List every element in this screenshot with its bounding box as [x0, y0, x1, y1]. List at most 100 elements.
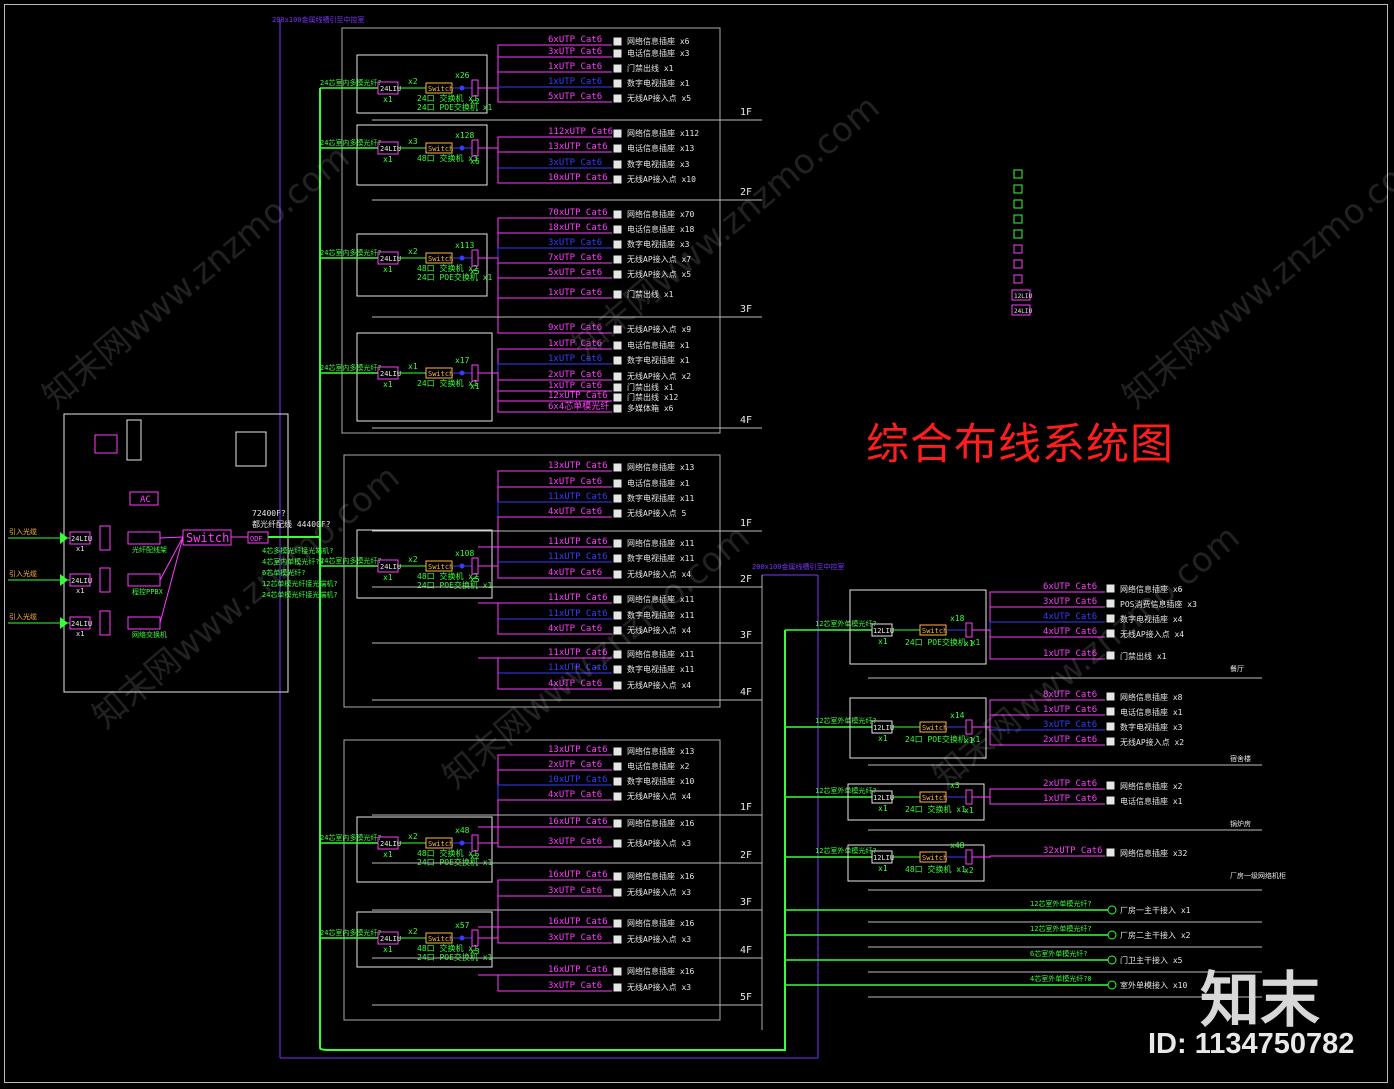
qty-label: x5 — [470, 575, 480, 584]
liu-label: 24LIU — [380, 840, 401, 848]
qty-label: x1 — [76, 587, 84, 595]
qty-label: x3 — [408, 137, 418, 146]
outlet-label: 门禁出线 x1 — [627, 382, 674, 392]
annex-box — [849, 589, 987, 665]
tray-label: 200x100金属线槽引至中控室 — [752, 562, 845, 571]
outlet-icon — [613, 967, 622, 976]
device-label: 光纤配线架 — [132, 545, 167, 554]
outlet-icon — [1106, 722, 1115, 731]
node-dot — [459, 255, 465, 261]
outlet-icon — [613, 935, 622, 944]
legend-swatch — [1011, 289, 1031, 301]
fiber-label: 24芯室内多模光纤? — [320, 556, 382, 565]
horizontal-cable — [478, 87, 612, 103]
legend-label: 24LIU — [1014, 308, 1032, 315]
switch-desc: 24口 POE交换机 x1 — [905, 637, 981, 647]
switch-label: Switch — [428, 840, 453, 848]
outlet-icon — [613, 819, 622, 828]
qty-label: x1 — [383, 945, 393, 954]
outlet-icon — [613, 393, 622, 402]
outlet-icon — [613, 554, 622, 563]
outlet-label: 网络信息插座 x6 — [1120, 584, 1183, 594]
telecom-room-box — [356, 233, 488, 297]
outlet-label: 门禁出线 x12 — [627, 392, 678, 402]
outlet-icon — [613, 356, 622, 365]
qty-label: x2 — [408, 77, 418, 86]
outlet-icon — [1106, 707, 1115, 716]
node-dot — [459, 370, 465, 376]
outlet-icon — [1106, 848, 1115, 857]
legend-swatch — [1013, 184, 1023, 194]
outlet-label: 无线AP接入点 x7 — [627, 254, 691, 264]
horizontal-cable — [478, 546, 612, 579]
outlet-icon — [613, 509, 622, 518]
cable-label: 16xUTP Cat6 — [548, 817, 608, 827]
cable-label: 11xUTP Cat6 — [548, 537, 608, 547]
cable-label: 9xUTP Cat6 — [548, 323, 602, 333]
liu-label: 24LIU — [380, 145, 401, 153]
horizontal-cable — [972, 629, 1105, 660]
fiber-label: 12芯室外单模光纤? — [815, 619, 877, 628]
switch-desc: 48口 交换机 x3 — [417, 153, 478, 163]
device-box — [127, 573, 161, 587]
switch-desc: 24口 POE交换机 x1 — [417, 952, 493, 962]
outlet-icon — [613, 872, 622, 881]
outlet-label: 数字电视插座 x11 — [627, 553, 694, 563]
cable-label: 16xUTP Cat6 — [548, 917, 608, 927]
node-dot — [459, 563, 465, 569]
annex-box — [847, 844, 985, 882]
cable-label: 16xUTP Cat6 — [548, 965, 608, 975]
qty-label: x1 — [76, 545, 84, 553]
horizontal-cable — [478, 974, 612, 992]
outlet-label: 无线AP接入点 x2 — [627, 371, 691, 381]
horizontal-cable — [478, 895, 612, 939]
outlet-icon — [1106, 692, 1115, 701]
switch-desc: 24口 POE交换机 x1 — [417, 580, 493, 590]
horizontal-cable — [972, 726, 1105, 746]
cable-label: 1xUTP Cat6 — [548, 62, 602, 72]
fiber-label: 24芯室内多模光纤? — [320, 363, 382, 372]
cable-label: 70xUTP Cat6 — [548, 208, 608, 218]
wire — [159, 536, 184, 539]
outlet-icon — [613, 225, 622, 234]
cable-label: 7xUTP Cat6 — [548, 253, 602, 263]
outlet-label: 厂房二主干接入 x2 — [1120, 930, 1191, 940]
qty-label: x1 — [470, 382, 480, 391]
fiber-label: 24芯室内多模光纤? — [320, 138, 382, 147]
outlet-icon — [613, 611, 622, 620]
floor-label: 2F — [740, 574, 752, 585]
cable-label: 3xUTP Cat6 — [548, 837, 602, 847]
outlet-icon — [613, 494, 622, 503]
wire — [159, 536, 184, 624]
cable-label: 4xUTP Cat6 — [548, 679, 602, 689]
qty-label: x113 — [455, 241, 474, 250]
cable-label: 1xUTP Cat6 — [1043, 705, 1097, 715]
cable-label: 2xUTP Cat6 — [548, 370, 602, 380]
cable-label: 3xUTP Cat6 — [1043, 597, 1097, 607]
outlet-label: 电话信息插座 x1 — [1120, 796, 1183, 806]
outlet-label: 网络信息插座 x6 — [627, 36, 690, 46]
outlet-label: 多媒体箱 x6 — [627, 403, 674, 413]
qty-label: x128 — [455, 131, 474, 140]
cable-label: 18xUTP Cat6 — [548, 223, 608, 233]
cable-label: 11xUTP Cat6 — [548, 609, 608, 619]
outlet-label: 无线AP接入点 x4 — [627, 791, 691, 801]
liu-label: 24LIU — [380, 370, 401, 378]
outlet-label: 无线AP接入点 x3 — [627, 934, 691, 944]
cable-label: 4xUTP Cat6 — [1043, 612, 1097, 622]
outlet-icon — [613, 144, 622, 153]
node-dot — [459, 145, 465, 151]
outlet-label: 门禁出线 x1 — [627, 63, 674, 73]
liu-label: 24LIU — [71, 535, 92, 543]
backbone-note: 24芯单模光纤接光端机? — [262, 590, 338, 599]
qty-label: x1 — [964, 736, 974, 745]
floor-label: 1F — [740, 107, 752, 118]
floor-label: 1F — [740, 518, 752, 529]
outlet-label: 无线AP接入点 x9 — [627, 324, 691, 334]
cable-label: 1xUTP Cat6 — [548, 354, 602, 364]
horizontal-cable — [972, 855, 1105, 858]
backbone-fiber — [319, 630, 786, 1051]
drawing-frame — [4, 4, 1388, 1083]
qty-label: x1 — [964, 806, 974, 815]
outlet-icon — [613, 175, 622, 184]
